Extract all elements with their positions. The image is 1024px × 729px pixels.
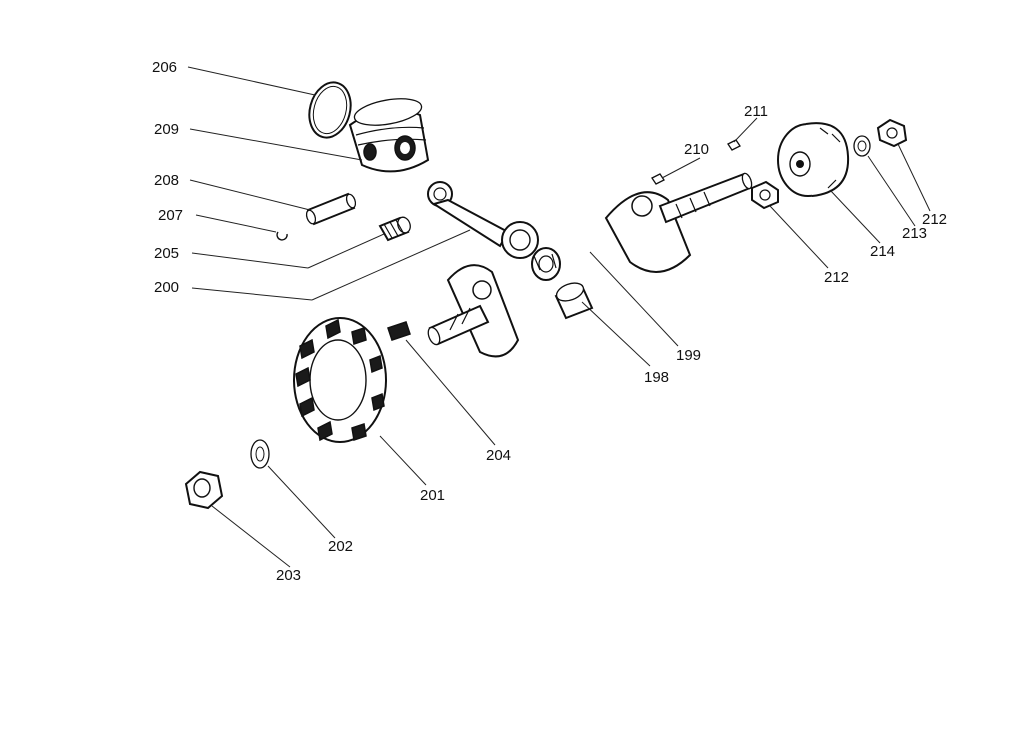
lock-washer-202 — [250, 439, 270, 469]
label-214: 214 — [870, 243, 895, 260]
crankshaft-left-half — [427, 264, 520, 358]
part-labels: 206 209 208 207 205 200 211 210 212 213 … — [152, 59, 947, 584]
rotor-214 — [777, 122, 850, 197]
crank-pin-198 — [554, 282, 594, 320]
nut-212-lower — [751, 180, 779, 210]
crankshaft-right-half — [604, 172, 753, 273]
piston-209 — [348, 98, 430, 173]
label-201: 201 — [420, 487, 445, 504]
connecting-rod-200 — [427, 181, 539, 259]
flywheel-201 — [293, 317, 387, 443]
label-198: 198 — [644, 369, 669, 386]
label-203: 203 — [276, 567, 301, 584]
circlip-207 — [276, 231, 288, 241]
label-199: 199 — [676, 347, 701, 364]
label-204: 204 — [486, 447, 511, 464]
label-209: 209 — [154, 121, 179, 138]
label-202: 202 — [328, 538, 353, 555]
nut-212-upper — [876, 118, 908, 148]
washer-213 — [853, 135, 871, 157]
needle-bearing-199 — [531, 247, 561, 281]
label-200: 200 — [154, 279, 179, 296]
key-211 — [727, 139, 741, 151]
label-210: 210 — [684, 141, 709, 158]
key-204 — [387, 321, 411, 341]
piston-pin-208 — [305, 192, 357, 226]
nut-203 — [184, 470, 224, 510]
label-213: 213 — [902, 225, 927, 242]
label-212-lower: 212 — [824, 269, 849, 286]
label-208: 208 — [154, 172, 179, 189]
label-211: 211 — [744, 103, 768, 120]
label-206: 206 — [152, 59, 177, 76]
label-207: 207 — [158, 207, 183, 224]
label-212-upper: 212 — [922, 211, 947, 228]
leader-lines — [187, 66, 931, 568]
label-205: 205 — [154, 245, 179, 262]
needle-bearing-205 — [378, 216, 411, 242]
woodruff-key-210 — [651, 173, 665, 185]
piston-ring-206 — [308, 81, 352, 139]
